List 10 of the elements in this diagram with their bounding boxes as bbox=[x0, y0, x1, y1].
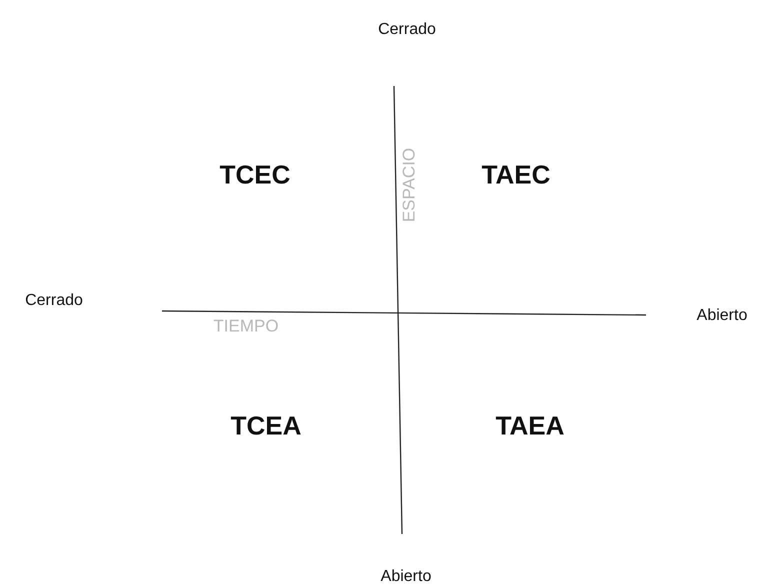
axis-title: TIEMPO bbox=[213, 318, 279, 336]
quadrant-label: TAEA bbox=[496, 412, 564, 440]
axis-end-label: Abierto bbox=[380, 568, 432, 586]
axis-end-label: Cerrado bbox=[25, 292, 83, 310]
quadrant-label: TAEC bbox=[482, 160, 550, 190]
quadrant-label: TCEA bbox=[230, 412, 302, 440]
quadrant-label: TCEC bbox=[220, 160, 290, 190]
axis-title: ESPACIO bbox=[400, 148, 420, 222]
axis-end-label: Cerrado bbox=[378, 21, 436, 39]
axis-end-label: Abierto bbox=[696, 307, 748, 325]
